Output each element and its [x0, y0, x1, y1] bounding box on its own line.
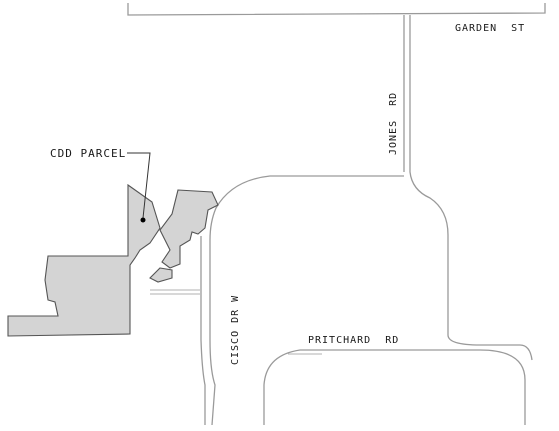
- parcel-marker: [140, 217, 146, 223]
- cdd-parcel-label: CDD PARCEL: [50, 147, 127, 160]
- cisco-dr-w-east-edge: [209, 288, 216, 426]
- side-street-stub: [150, 289, 200, 295]
- jones-rd-label: JONES RD: [388, 91, 399, 155]
- cisco-dr-w-west-edge: [200, 236, 206, 425]
- parcel-leader-line: [127, 152, 151, 219]
- cdd-parcel-south: [149, 267, 173, 283]
- garden-st-label: GARDEN ST: [455, 23, 526, 34]
- cisco-junction-curve: [209, 175, 404, 288]
- cdd-parcel-east: [159, 189, 219, 269]
- east-road-edge: [447, 334, 533, 361]
- cisco-dr-w-label: CISCO DR W: [230, 294, 241, 365]
- jones-rd-east-edge: [409, 15, 449, 335]
- garden-st-road: [127, 3, 546, 16]
- pritchard-rd-curve: [263, 349, 526, 425]
- cdd-parcel-main: [7, 183, 161, 337]
- pritchard-rd-label: PRITCHARD RD: [308, 335, 400, 346]
